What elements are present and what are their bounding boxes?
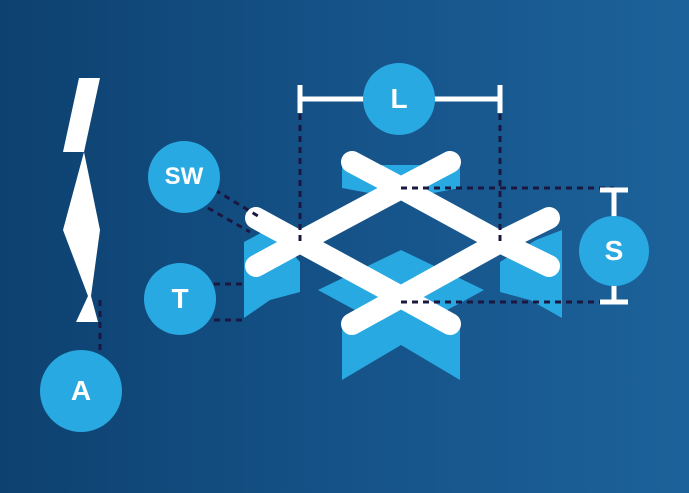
- badge-short-way: S: [579, 216, 649, 286]
- mesh-strands: [245, 151, 560, 335]
- dashed-leader-lines: [98, 103, 614, 352]
- badge-a: A: [40, 350, 122, 432]
- badge-length: L: [363, 63, 435, 135]
- break-line-shape: [63, 78, 100, 322]
- badge-strand-width: SW: [148, 141, 220, 213]
- badge-thickness: T: [144, 263, 216, 335]
